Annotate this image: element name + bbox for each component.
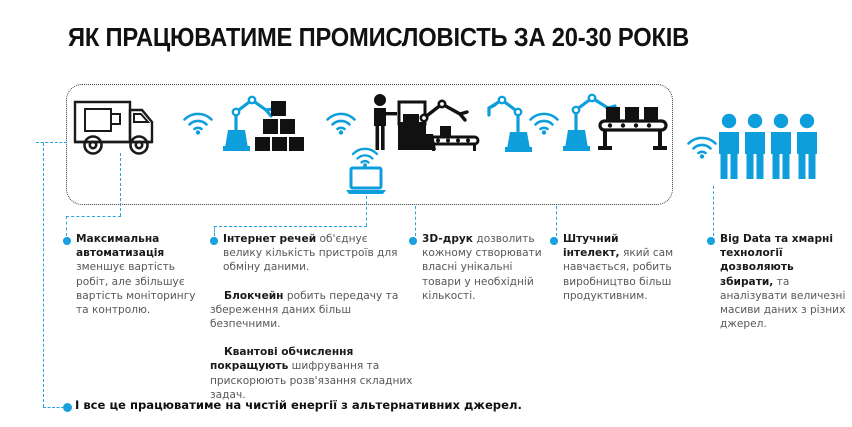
robot-arm-conveyor-icon [562,92,670,158]
worker-with-machine-icon [368,92,488,158]
delivery-truck-icon [72,96,158,158]
footer-statement: І все це працюватиме на чистій енергії з… [75,398,522,412]
paragraph-quantum: Квантові обчислення покращують шифруванн… [210,345,413,402]
paragraph-bold-bigdata: Big Data та хмарні технології дозволяють… [720,233,833,288]
bullet-point-footer [63,403,72,412]
paragraph-bold-blockchain: Блокчейн [224,289,284,302]
column-iot: Інтернет речей об'єднує велику кількість… [210,232,413,416]
people-group-icon [715,112,825,184]
wifi-signal-icon-3 [528,112,560,135]
wifi-signal-icon-2 [325,112,357,135]
robot-arm-icon [487,92,538,158]
connector-bullet1-drop [66,216,67,236]
connector-truck-down [120,153,121,216]
connector-3dprint-down [415,206,416,236]
paragraph-rest-bigdata: та аналізувати величезні масиви даних з … [720,275,846,331]
column-bigdata: Big Data та хмарні технології дозволяють… [707,232,847,345]
paragraph-bold-3dprint: 3D-друк [422,233,473,245]
bullet-point [707,237,715,245]
paragraph-ai: Штучний інтелект, який сам навчається, р… [550,232,678,303]
paragraph-automation: Максимальна автоматизація зменшує вартіс… [63,232,203,317]
connector-bigdata-down [713,186,714,236]
paragraph-bold-quantum: Квантові обчислення покращують [210,346,354,373]
paragraph-rest-quantum: шифрування та прискорюють розв'язання ск… [210,360,413,401]
icon-band [36,84,825,205]
bullet-point [210,237,218,245]
paragraph-rest-iot: об'єднує велику кількість пристроїв для … [223,233,398,274]
column-automation: Максимальна автоматизація зменшує вартіс… [63,232,203,331]
paragraph-bold-automation: Максимальна автоматизація [76,233,165,260]
paragraph-blockchain: Блокчейн робить передачу та збереження д… [210,289,406,332]
connector-bottom-jog [43,407,64,408]
paragraph-bold-iot: Інтернет речей [223,233,317,245]
paragraph-rest-blockchain: робить передачу та збереження даних біль… [210,289,399,331]
bullet-point [550,237,558,245]
connector-ai-down [556,206,557,236]
paragraph-rest-3dprint: дозволить кожному створювати власні унік… [422,233,542,302]
connector-laptop-down [366,196,367,226]
column-3d-printing: 3D-друк дозволить кожному створювати вла… [409,232,543,317]
wifi-signal-icon-1 [182,112,214,135]
bullet-point [409,237,417,245]
connector-truck-jog [66,216,121,217]
laptop-icon [345,166,387,196]
paragraph-bigdata: Big Data та хмарні технології дозволяють… [707,232,847,331]
page-title: ЯК ПРАЦЮВАТИМЕ ПРОМИСЛОВІСТЬ ЗА 20-30 РО… [68,24,690,52]
connector-left-spine [43,143,44,407]
bullet-point [63,237,71,245]
connector-iot-jog [214,226,367,227]
paragraph-bold-ai: Штучний інтелект, [563,233,620,260]
paragraph-rest-automation: зменшує вартість робіт, але збільшує вар… [76,261,196,317]
paragraph-3dprint: 3D-друк дозволить кожному створювати вла… [409,232,543,303]
factory-process-container [66,84,673,205]
column-ai: Штучний інтелект, який сам навчається, р… [550,232,678,317]
paragraph-rest-ai: який сам навчається, робить виробництво … [563,247,674,302]
wifi-signal-icon-4 [351,147,379,168]
wifi-signal-icon-5 [686,136,718,159]
paragraph-iot: Інтернет речей об'єднує велику кількість… [210,232,406,275]
connector-bullet2-drop [214,226,215,236]
left-entry-connector [36,142,67,143]
robot-arm-with-boxes-icon [222,92,308,158]
